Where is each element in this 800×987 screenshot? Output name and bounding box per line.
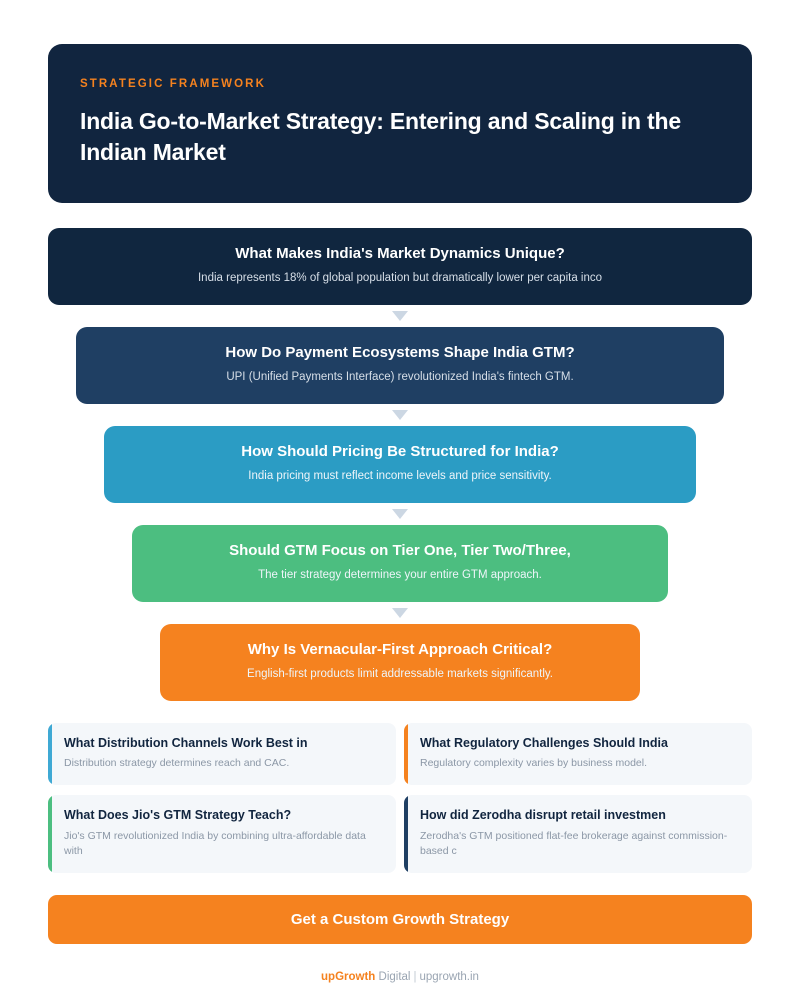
header-banner: STRATEGIC FRAMEWORK India Go-to-Market S… (48, 44, 752, 204)
card-accent-bar (404, 722, 408, 786)
card-accent-bar (48, 795, 52, 873)
flow-step-3-title: How Should Pricing Be Structured for Ind… (241, 443, 559, 461)
topic-card[interactable]: What Regulatory Challenges Should India … (404, 722, 752, 786)
flow-step-4-subtitle: The tier strategy determines your entire… (258, 568, 542, 581)
flow-diagram: What Makes India's Market Dynamics Uniqu… (48, 228, 752, 701)
card-accent-bar (404, 795, 408, 873)
flow-connector-1 (48, 305, 752, 327)
topic-card[interactable]: What Distribution Channels Work Best in … (48, 722, 396, 786)
flow-step-2-title: How Do Payment Ecosystems Shape India GT… (225, 344, 575, 362)
topic-card[interactable]: How did Zerodha disrupt retail investmen… (404, 795, 752, 873)
topic-card[interactable]: What Does Jio's GTM Strategy Teach? Jio'… (48, 795, 396, 873)
flow-step-5-title: Why Is Vernacular-First Approach Critica… (247, 640, 553, 658)
topic-card-title: How did Zerodha disrupt retail investmen (420, 808, 666, 823)
flow-connector-4 (48, 602, 752, 624)
footer-separator: | (413, 970, 417, 983)
footer: upGrowth Digital|upgrowth.in (48, 971, 752, 983)
flow-connector-2 (48, 404, 752, 426)
flow-step-5-subtitle: English-first products limit addressable… (247, 667, 553, 680)
flow-step-2[interactable]: How Do Payment Ecosystems Shape India GT… (76, 327, 724, 405)
chevron-down-triangle-icon (392, 410, 408, 421)
topic-card-subtitle: Jio's GTM revolutionized India by combin… (64, 830, 366, 857)
flow-step-1-subtitle: India represents 18% of global populatio… (197, 272, 603, 285)
topic-card-title: What Does Jio's GTM Strategy Teach? (64, 808, 292, 823)
footer-product: Digital (375, 970, 411, 983)
flow-step-2-subtitle: UPI (Unified Payments Interface) revolut… (226, 371, 574, 384)
header-eyebrow: STRATEGIC FRAMEWORK (80, 78, 266, 90)
flow-step-4-title: Should GTM Focus on Tier One, Tier Two/T… (229, 541, 571, 559)
topic-card-subtitle: Zerodha's GTM positioned flat-fee broker… (420, 830, 728, 857)
page-title: India Go-to-Market Strategy: Entering an… (80, 108, 681, 165)
chevron-down-triangle-icon (392, 508, 408, 519)
flow-connector-3 (48, 503, 752, 525)
footer-brand: upGrowth (321, 970, 376, 983)
flow-step-3[interactable]: How Should Pricing Be Structured for Ind… (104, 426, 696, 503)
flow-step-1-title: What Makes India's Market Dynamics Uniqu… (235, 245, 565, 263)
flow-step-1[interactable]: What Makes India's Market Dynamics Uniqu… (48, 228, 752, 306)
chevron-down-triangle-icon (392, 311, 408, 322)
chevron-down-triangle-icon (392, 607, 408, 618)
flow-step-5[interactable]: Why Is Vernacular-First Approach Critica… (160, 623, 640, 701)
flow-step-4[interactable]: Should GTM Focus on Tier One, Tier Two/T… (132, 524, 668, 602)
flow-step-3-subtitle: India pricing must reflect income levels… (248, 470, 552, 483)
topic-card-subtitle: Distribution strategy determines reach a… (64, 757, 290, 770)
footer-site: upgrowth.in (419, 970, 479, 983)
card-accent-bar (48, 722, 52, 786)
topic-card-title: What Distribution Channels Work Best in (64, 735, 308, 750)
cta-button[interactable]: Get a Custom Growth Strategy (48, 894, 752, 944)
topic-card-subtitle: Regulatory complexity varies by business… (420, 757, 648, 770)
topic-card-title: What Regulatory Challenges Should India (420, 735, 668, 750)
topic-card-grid: What Distribution Channels Work Best in … (48, 722, 752, 873)
